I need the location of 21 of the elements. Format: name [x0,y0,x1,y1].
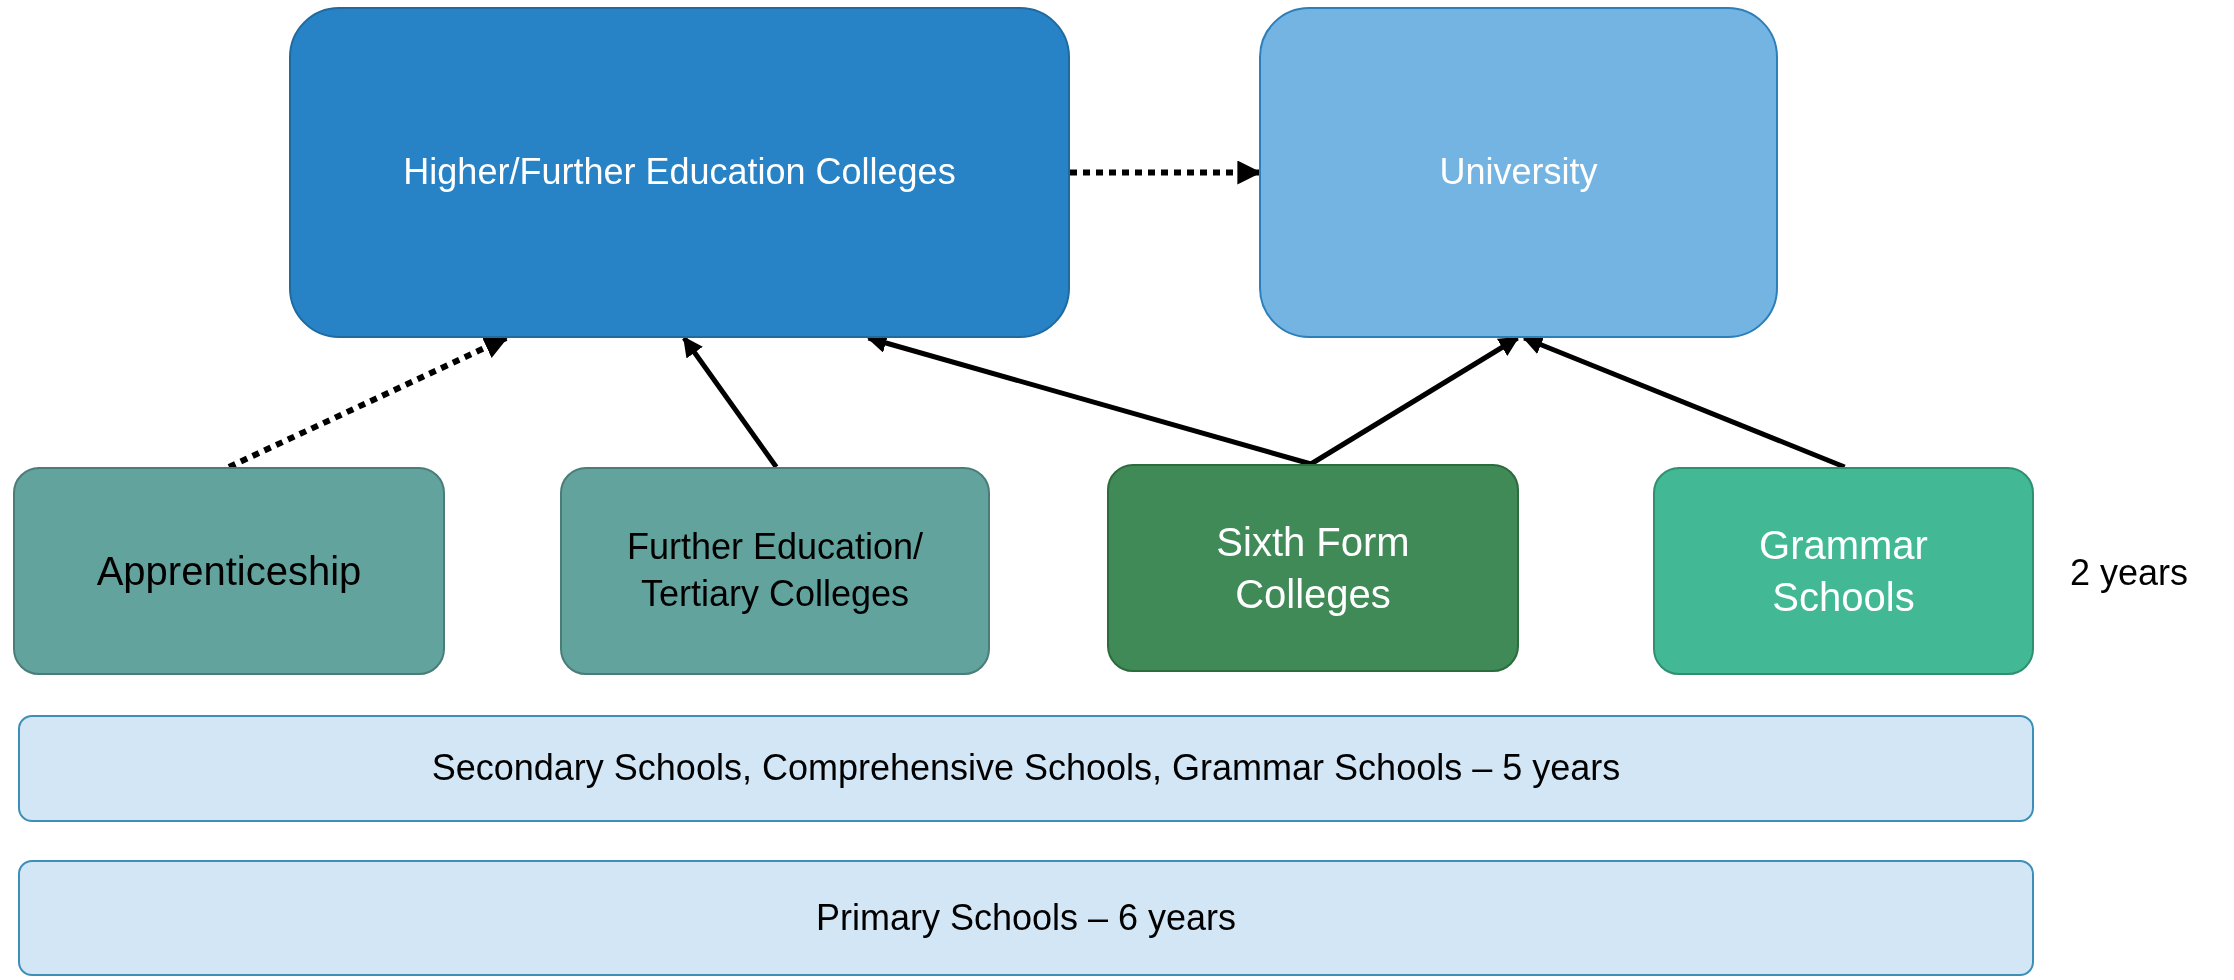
node-label: Primary Schools – 6 years [815,895,1237,940]
school-box [13,467,445,675]
stage-band [18,860,2034,976]
node-label: Further Education/ Tertiary Colleges [625,525,925,616]
stage-band [18,715,2034,822]
node-label: Apprenticeship [96,548,362,595]
node-label: Sixth Form Colleges [1215,519,1411,618]
arrow [682,336,779,469]
node-label: Higher/Further Education Colleges [403,150,956,195]
college-box [289,7,1070,338]
node-label: Secondary Schools, Comprehensive Schools, Grammar Schools – 5 years [431,746,1621,791]
arrow [227,335,509,470]
arrow [1309,335,1520,467]
node-label: Grammar Schools [1758,522,1929,621]
school-box [560,467,990,675]
school-box [1107,464,1519,672]
school-box [1653,467,2034,675]
university-box [1259,7,1778,338]
duration-label: 2 years [2070,552,2189,594]
arrow [1522,335,1846,470]
node-label: University [1439,150,1598,195]
